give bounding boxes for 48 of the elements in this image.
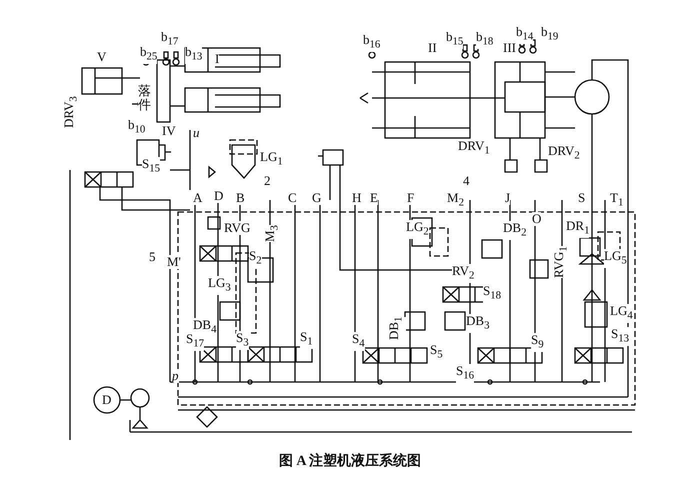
cylinder-label: III (503, 41, 516, 55)
cylinder-label: V (97, 50, 106, 64)
component-label: D (214, 189, 224, 203)
component-label: b$_{13}$ (185, 45, 202, 64)
component-label: S$_{3}$ (236, 331, 249, 350)
component-label: E (370, 191, 378, 205)
component-label: 5 (149, 250, 156, 264)
cylinder-label: IV (162, 124, 176, 138)
component-label: b$_{25}$ (140, 45, 158, 64)
component-label: b$_{14}$ (516, 25, 534, 44)
component-label: DB$_{3}$ (466, 314, 490, 333)
component-label: p (172, 369, 178, 383)
component-label: S$_{4}$ (352, 332, 365, 351)
component-label: C (288, 191, 297, 205)
component-label: F (407, 191, 414, 205)
motor-label: D (102, 393, 112, 407)
component-label: b$_{18}$ (476, 30, 494, 49)
cylinder-label: I (215, 52, 220, 66)
component-label: LG$_{4}$ (610, 304, 633, 323)
component-label: LG$_{3}$ (208, 276, 231, 295)
component-label: O (532, 212, 542, 226)
component-label: b$_{16}$ (363, 33, 380, 52)
component-label: S$_{17}$ (186, 332, 204, 351)
component-label: J (505, 191, 510, 205)
component-label: LG$_{2}$ (406, 220, 429, 239)
component-label: RV$_{2}$ (452, 264, 474, 283)
component-label: S$_{13}$ (611, 327, 630, 346)
component-label: A (193, 191, 202, 205)
component-label: G (312, 191, 322, 205)
component-label: S$_{16}$ (456, 364, 474, 383)
component-label: M' (167, 255, 181, 269)
component-label: S$_{9}$ (531, 333, 544, 352)
component-label: b$_{15}$ (446, 30, 464, 49)
component-label: LG$_{5}$ (604, 249, 627, 268)
component-label: S (578, 191, 586, 205)
component-label: DB$_{2}$ (503, 221, 526, 240)
figure-caption: 图 A 注塑机液压系统图 (278, 452, 422, 470)
component-label: 4 (463, 174, 470, 188)
component-label: B (236, 191, 245, 205)
component-label: S$_{2}$ (249, 249, 262, 268)
component-label: DR$_{1}$ (566, 219, 590, 238)
component-label: RVG (224, 221, 250, 235)
component-label: H (352, 191, 362, 205)
component-label: S$_{1}$ (300, 330, 313, 349)
cylinder-label: II (428, 41, 437, 55)
component-label: 2 (264, 174, 270, 188)
component-label: S$_{18}$ (483, 284, 502, 303)
part-label: 落件 (138, 84, 152, 112)
